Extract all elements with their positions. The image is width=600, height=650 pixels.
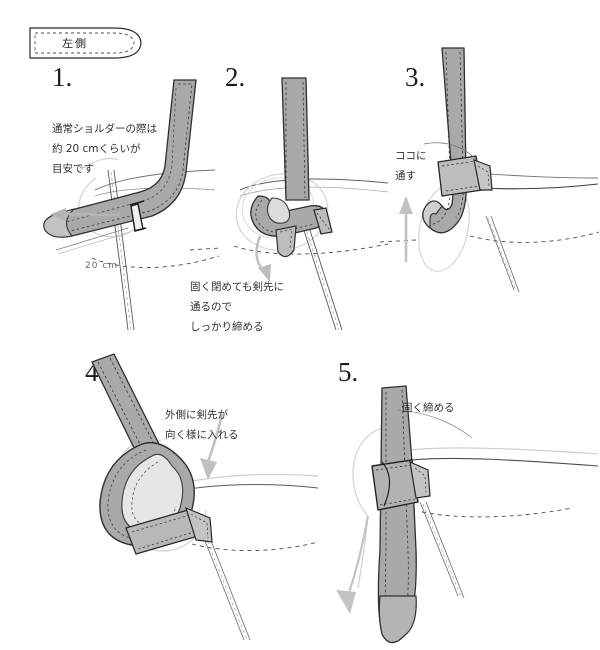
callout-line: 向く様に入れる xyxy=(165,429,239,441)
step-3-illustration xyxy=(379,0,600,350)
callout-line: 目安です xyxy=(52,163,94,175)
step-2: 2. xyxy=(189,0,390,350)
callout-line: 外側に剣先が xyxy=(165,409,228,421)
step-4-illustration xyxy=(60,350,320,650)
step-5-number: 5. xyxy=(338,357,359,387)
step-3-number: 3. xyxy=(405,62,426,92)
step-1-illustration xyxy=(0,0,220,340)
callout-line: しっかり締める xyxy=(190,321,264,333)
callout-line: 固く締める xyxy=(402,402,455,414)
header-tag-label: 左側 xyxy=(62,37,88,50)
callout-line: 約 20 cmくらいが xyxy=(52,143,141,155)
callout-line: 通常ショルダーの際は xyxy=(52,123,157,135)
step-1-callout-length-measure: 20 cm xyxy=(85,256,118,276)
step-2-callout-tighten-note: 固く閉めても剣先に 通るので しっかり締める xyxy=(190,277,284,337)
step-3: 3. xyxy=(379,0,600,350)
callout-line: 20 cm xyxy=(85,261,119,271)
callout-line: 通るので xyxy=(190,301,232,313)
step-5-illustration xyxy=(320,350,600,650)
callout-line: 固く閉めても剣先に xyxy=(190,281,284,293)
callout-line: 通す xyxy=(395,170,416,182)
step-4: 4. xyxy=(60,350,320,650)
step-1-callout-shoulder-note: 通常ショルダーの際は 約 20 cmくらいが 目安です xyxy=(52,119,157,179)
step-3-callout-pass-here-note: ココに 通す xyxy=(395,146,427,186)
belt-tip-shape-icon xyxy=(29,27,142,59)
step-5: 5. xyxy=(320,350,600,650)
step-2-number: 2. xyxy=(225,62,246,92)
step-1-number: 1. xyxy=(52,62,73,92)
step-2-illustration xyxy=(189,0,390,350)
step-5-callout-tighten-firmly-note: 固く締める xyxy=(402,398,455,418)
header-tag: 左側 xyxy=(28,26,144,60)
callout-line: ココに xyxy=(395,150,427,162)
step-4-callout-tip-outward-note: 外側に剣先が 向く様に入れる xyxy=(165,405,239,445)
step-1: 1. xyxy=(0,0,220,340)
